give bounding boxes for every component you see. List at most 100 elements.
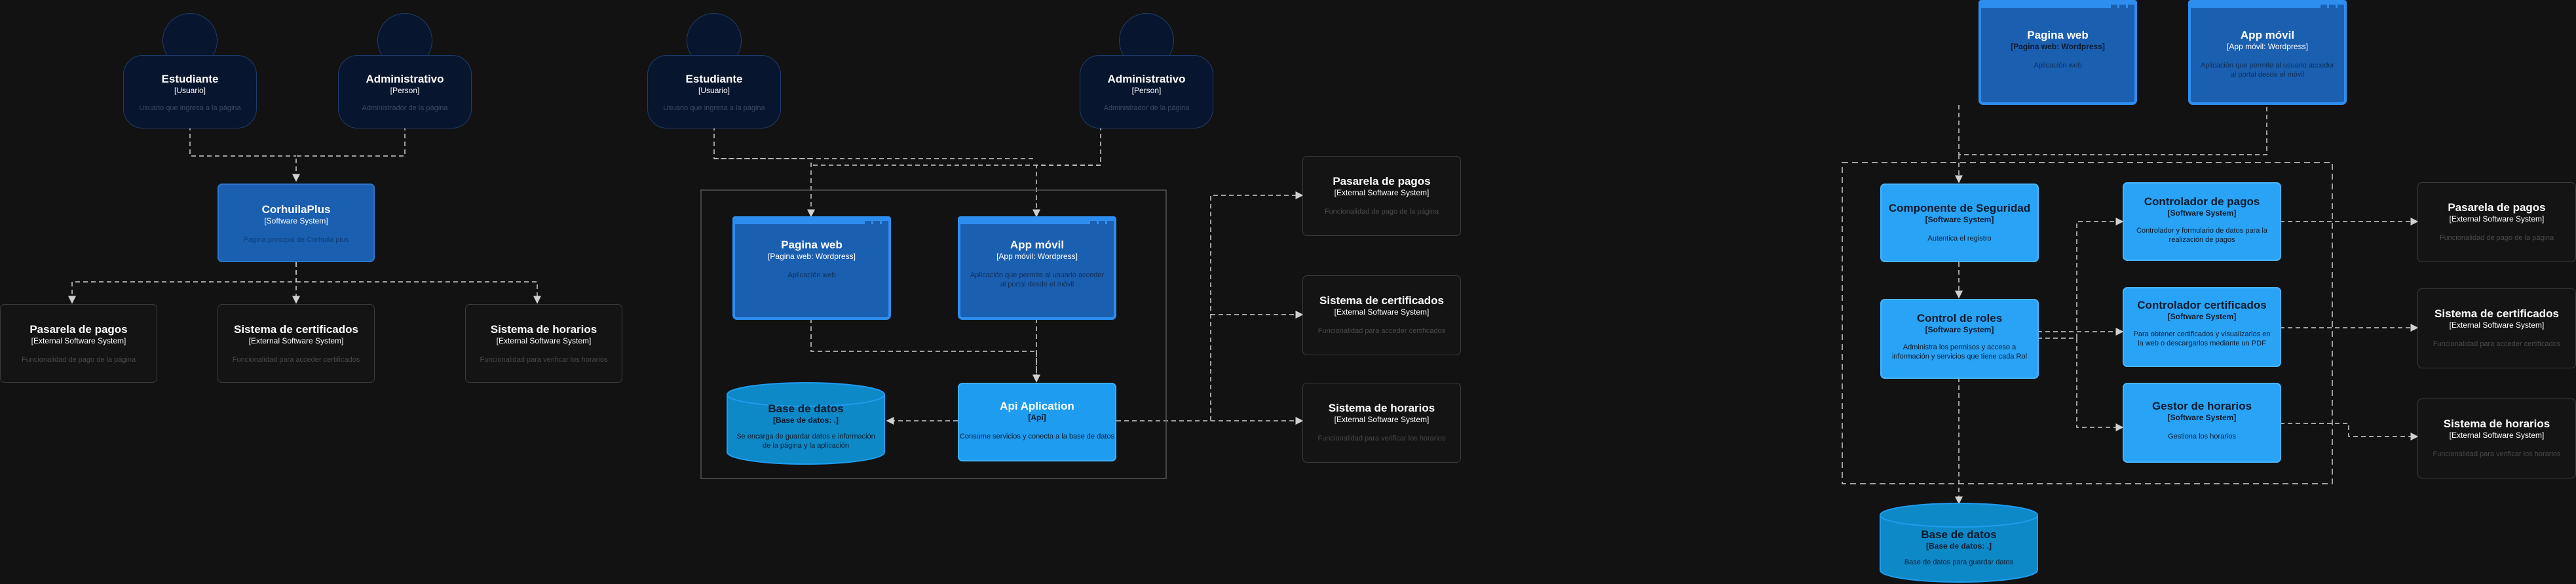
window-titlebar bbox=[732, 216, 891, 226]
edge-web-seguridad bbox=[1958, 105, 2267, 155]
node-desc: Funcionalidad para verificar los horario… bbox=[480, 356, 608, 364]
node-title: Sistema de certificados bbox=[2434, 307, 2559, 320]
node-desc: Aplicación que permite al usuario accede… bbox=[970, 271, 1105, 288]
node-desc: Funcionalidad de pago de la página bbox=[1324, 208, 1439, 216]
node-title: Sistema de horarios bbox=[490, 323, 597, 336]
node-title: App móvil bbox=[2240, 29, 2295, 41]
node-desc: Funcionalidad de pago de la página bbox=[2439, 234, 2554, 242]
node-tag: [Software System] bbox=[1925, 215, 1994, 224]
external-sistema-certificados[interactable]: Sistema de certificados [External Softwa… bbox=[1302, 275, 1461, 355]
edge-roles-gestor bbox=[2076, 338, 2124, 431]
node-title: Pasarela de pagos bbox=[2448, 201, 2546, 214]
person-administrativo[interactable]: Administrativo [Person] Administrador de… bbox=[1080, 55, 1213, 128]
node-tag: [Base de datos: .] bbox=[1925, 541, 1992, 551]
node-tag: [External Software System] bbox=[2449, 214, 2545, 224]
component-controlador-certificados[interactable]: Controlador certificados [Software Syste… bbox=[2123, 287, 2281, 367]
component-controlador-pagos[interactable]: Controlador de pagos [Software System] C… bbox=[2123, 182, 2281, 261]
node-title: Pasarela de pagos bbox=[1333, 175, 1431, 187]
node-title: Pagina web bbox=[2027, 29, 2089, 41]
node-desc: Administra los permisos y acceso a infor… bbox=[1891, 343, 2028, 360]
node-desc: Aplicación que permite al usuario accede… bbox=[2200, 62, 2335, 79]
component-seguridad[interactable]: Componente de Seguridad [Software System… bbox=[1880, 184, 2039, 262]
edge-api-pagos bbox=[1116, 191, 1304, 421]
window-controls-icon bbox=[2319, 1, 2344, 13]
node-desc: Funcionalidad para verificar los horario… bbox=[2433, 450, 2561, 458]
container-boundary bbox=[700, 189, 1167, 479]
node-title: Sistema de certificados bbox=[234, 323, 358, 336]
person-tag: [Usuario] bbox=[174, 86, 206, 95]
node-title: Api Aplication bbox=[1000, 400, 1074, 412]
external-pasarela-pagos[interactable]: Pasarela de pagos [External Software Sys… bbox=[2417, 182, 2576, 262]
node-tag: [External Software System] bbox=[1334, 188, 1430, 197]
node-title: Sistema de horarios bbox=[1328, 402, 1435, 414]
node-desc: Para obtener certificados y visualizarlo… bbox=[2133, 330, 2271, 347]
node-tag: [Base de datos: .] bbox=[772, 416, 839, 425]
component-pagina-web[interactable]: Pagina web [Pagina web: Wordpress] Aplic… bbox=[1979, 0, 2137, 105]
node-desc: Autentica el registro bbox=[1927, 235, 1992, 243]
container-base-datos[interactable]: Base de datos [Base de datos: .] Se enca… bbox=[727, 402, 884, 461]
node-desc: Base de datos para guardar datos bbox=[1904, 558, 2014, 566]
person-estudiante[interactable]: Estudiante [Usuario] Usuario que ingresa… bbox=[123, 55, 257, 128]
node-tag: [App móvil: Wordpress] bbox=[2227, 42, 2308, 51]
window-titlebar bbox=[1979, 0, 2137, 10]
node-title: Sistema de horarios bbox=[2443, 418, 2550, 430]
component-gestor-horarios[interactable]: Gestor de horarios [Software System] Ges… bbox=[2123, 383, 2281, 463]
container-app-movil[interactable]: App móvil [App móvil: Wordpress] Aplicac… bbox=[958, 216, 1116, 320]
node-tag: [External Software System] bbox=[31, 336, 126, 345]
person-desc: Administrador de la página bbox=[1103, 104, 1190, 112]
container-api-aplication[interactable]: Api Aplication [Api] Consume servicios y… bbox=[958, 383, 1116, 461]
node-desc: Funcionalidad para acceder certificados bbox=[232, 356, 360, 364]
db-cylinder-containers bbox=[727, 382, 885, 465]
external-pasarela-pagos[interactable]: Pasarela de pagos [External Software Sys… bbox=[1302, 156, 1461, 236]
window-titlebar bbox=[2188, 0, 2347, 10]
node-title: Pagina web bbox=[781, 239, 843, 251]
person-administrativo[interactable]: Administrativo [Person] Administrador de… bbox=[338, 55, 472, 128]
edge-admin-system bbox=[292, 126, 406, 182]
person-name: Administrativo bbox=[1107, 73, 1186, 85]
external-sistema-horarios[interactable]: Sistema de horarios [External Software S… bbox=[1302, 383, 1461, 463]
node-tag: [External Software System] bbox=[1334, 307, 1430, 317]
edge-gestor-horarios bbox=[2280, 423, 2419, 440]
window-controls-icon bbox=[2109, 1, 2134, 13]
node-desc: Gestiona los horarios bbox=[2168, 433, 2236, 440]
node-desc: Consume servicios y conecta a la base de… bbox=[959, 433, 1115, 440]
node-title: Control de roles bbox=[1916, 312, 2003, 324]
external-sistema-horarios[interactable]: Sistema de horarios [External Software S… bbox=[2417, 399, 2576, 478]
edge-estudiante-system bbox=[189, 126, 296, 157]
window-controls-icon bbox=[1088, 218, 1114, 229]
node-desc: Aplicación web bbox=[787, 271, 836, 279]
node-desc: Controlador y formulario de datos para l… bbox=[2136, 227, 2267, 244]
person-desc: Administrador de la página bbox=[362, 104, 448, 112]
node-tag: [Software System] bbox=[1925, 325, 1994, 334]
external-sistema-certificados[interactable]: Sistema de certificados [External Softwa… bbox=[2417, 288, 2576, 368]
node-tag: [App móvil: Wordpress] bbox=[996, 252, 1078, 261]
edge-admin-app bbox=[1032, 126, 1101, 218]
edge-system-horarios bbox=[296, 281, 541, 304]
node-title: Sistema de certificados bbox=[1319, 294, 1444, 307]
component-control-roles[interactable]: Control de roles [Software System] Admin… bbox=[1880, 299, 2039, 379]
person-tag: [Usuario] bbox=[698, 86, 730, 95]
node-tag: [External Software System] bbox=[2449, 321, 2545, 330]
node-title: Base de datos bbox=[1921, 528, 1997, 541]
window-controls-icon bbox=[863, 218, 888, 229]
component-app-movil[interactable]: App móvil [App móvil: Wordpress] Aplicac… bbox=[2188, 0, 2347, 105]
person-tag: [Person] bbox=[390, 86, 420, 95]
node-title: Base de datos bbox=[768, 402, 844, 415]
external-sistema-horarios[interactable]: Sistema de horarios [External Software S… bbox=[465, 304, 622, 383]
component-base-datos[interactable]: Base de datos [Base de datos: .] Base de… bbox=[1880, 528, 2037, 578]
db-cylinder-components bbox=[1880, 503, 2038, 583]
system-corhuilaplus[interactable]: CorhuilaPlus [Software System] Pagina pr… bbox=[218, 184, 375, 262]
node-tag: [Software System] bbox=[2167, 413, 2237, 422]
person-estudiante[interactable]: Estudiante [Usuario] Usuario que ingresa… bbox=[647, 55, 781, 128]
node-tag: [External Software System] bbox=[496, 336, 592, 345]
external-pasarela-pagos[interactable]: Pasarela de pagos [External Software Sys… bbox=[0, 304, 157, 383]
component-boundary bbox=[1842, 162, 2333, 484]
person-name: Estudiante bbox=[685, 73, 743, 85]
container-pagina-web[interactable]: Pagina web [Pagina web: Wordpress] Aplic… bbox=[732, 216, 891, 320]
node-tag: [Software System] bbox=[264, 216, 328, 225]
external-sistema-certificados[interactable]: Sistema de certificados [External Softwa… bbox=[218, 304, 375, 383]
person-desc: Usuario que ingresa a la página bbox=[139, 104, 241, 112]
person-desc: Usuario que ingresa a la página bbox=[663, 104, 765, 112]
node-title: Componente de Seguridad bbox=[1888, 202, 2031, 214]
